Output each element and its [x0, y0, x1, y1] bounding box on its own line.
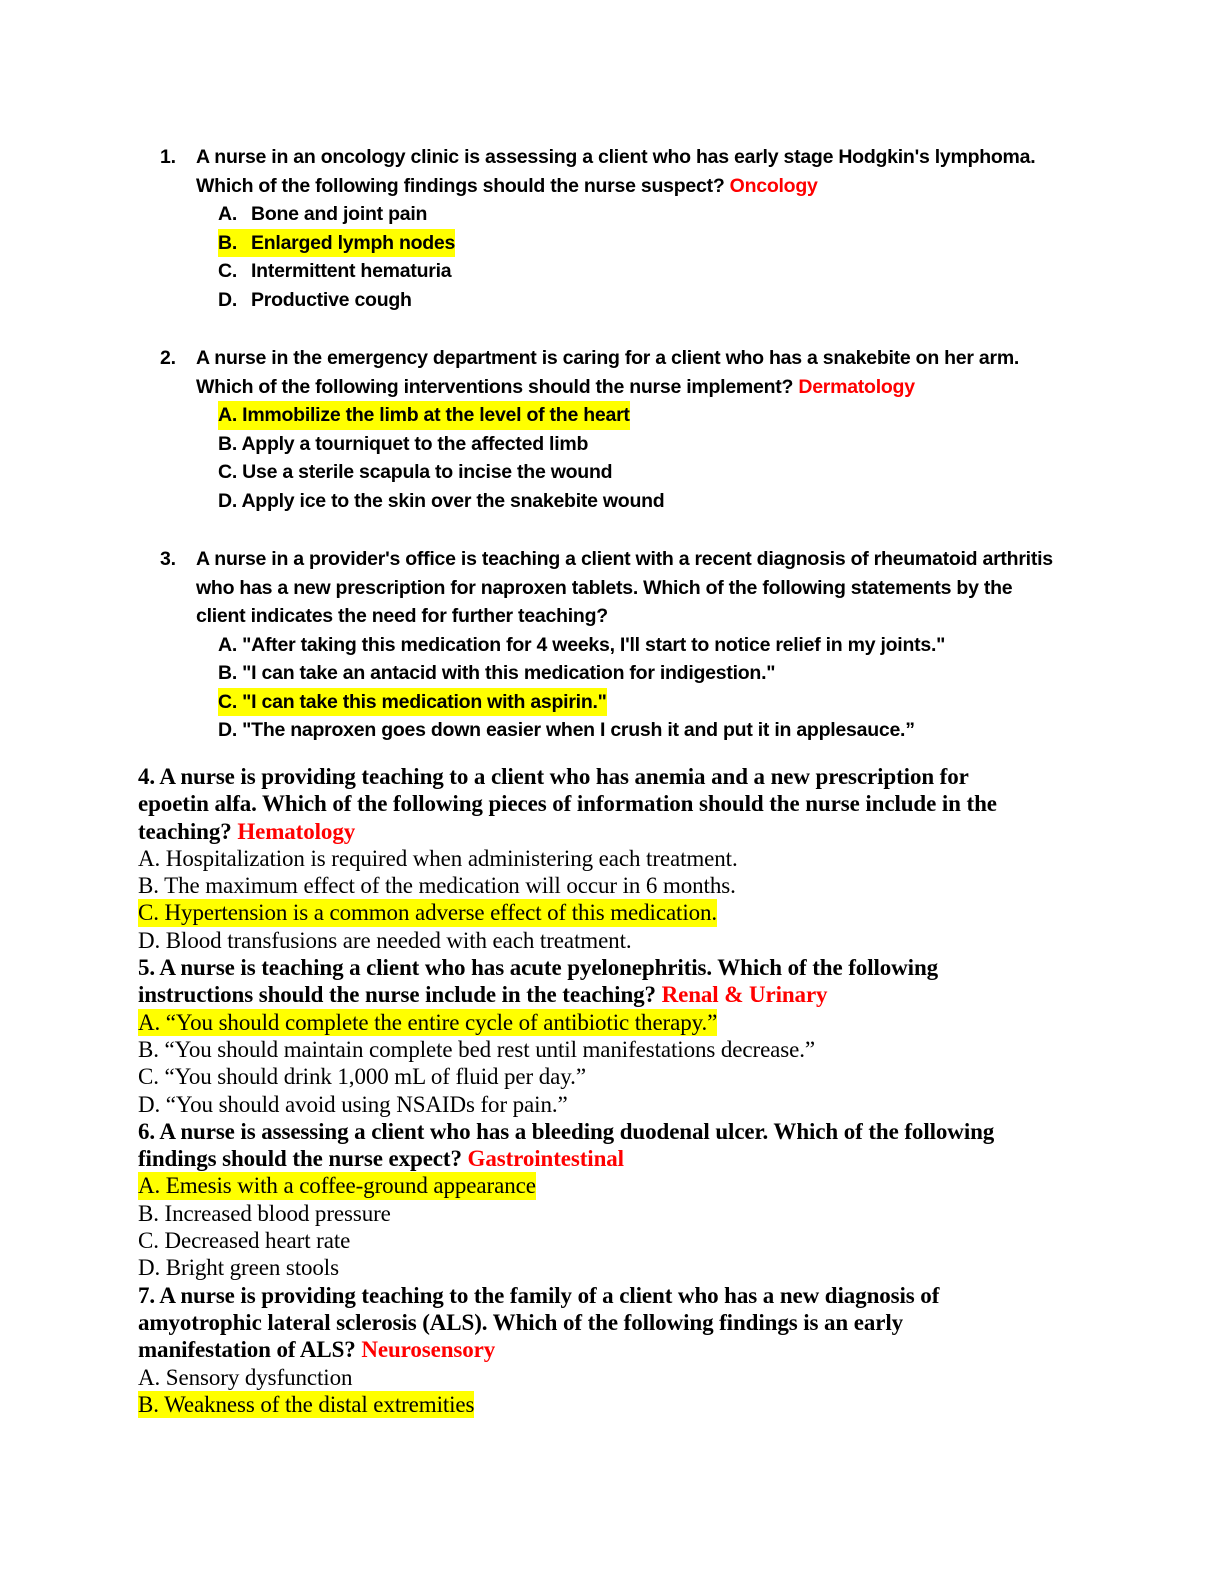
- question-6-stem-text-2: findings should the nurse expect?: [138, 1146, 462, 1172]
- option-letter: A.: [218, 633, 237, 656]
- option-text: "I can take this medication with aspirin…: [242, 690, 607, 713]
- option-text: Immobilize the limb at the level of the …: [242, 404, 630, 426]
- option-row-highlighted[interactable]: A. “You should complete the entire cycle…: [138, 1008, 718, 1036]
- question-5-stem-text-2: instructions should the nurse include in…: [138, 982, 656, 1008]
- question-6: 6. A nurse is assessing a client who has…: [138, 1118, 1078, 1282]
- question-7-stem-line-3: manifestation of ALS? Neurosensory: [138, 1336, 1078, 1363]
- option-row-highlighted[interactable]: A. Immobilize the limb at the level of t…: [218, 401, 630, 430]
- option-letter: D.: [218, 288, 237, 311]
- option-row[interactable]: A. "After taking this medication for 4 w…: [218, 631, 945, 660]
- option-row[interactable]: B. The maximum effect of the medication …: [138, 873, 736, 899]
- question-4-stem-text-3: teaching?: [138, 818, 232, 844]
- question-2-stem-text-1: A nurse in the emergency department is c…: [196, 347, 1020, 369]
- question-3-options: A. "After taking this medication for 4 w…: [160, 631, 1105, 745]
- question-3-stem-line-2: who has a new prescription for naproxen …: [160, 574, 1105, 603]
- option-row-highlighted[interactable]: C. Hypertension is a common adverse effe…: [138, 899, 718, 927]
- option-row-highlighted[interactable]: B. Enlarged lymph nodes: [218, 228, 456, 257]
- option-text: Productive cough: [251, 288, 412, 311]
- question-1-specialty-tag: Oncology: [729, 174, 818, 197]
- question-1-stem-line-2: Which of the following findings should t…: [160, 172, 1085, 201]
- option-text: Intermittent hematuria: [251, 260, 452, 282]
- question-2-specialty-tag: Dermatology: [798, 375, 915, 398]
- question-1-stem-text-2: Which of the following findings should t…: [196, 174, 725, 197]
- option-row[interactable]: B. “You should maintain complete bed res…: [138, 1036, 816, 1062]
- option-row[interactable]: A. Hospitalization is required when admi…: [138, 845, 738, 871]
- question-5-stem-line-1: 5. A nurse is teaching a client who has …: [138, 955, 939, 981]
- option-row-highlighted[interactable]: C. "I can take this medication with aspi…: [218, 687, 607, 716]
- question-2-stem-line-1: 2. A nurse in the emergency department i…: [160, 344, 1085, 373]
- question-1-options: A. Bone and joint pain B. Enlarged lymph…: [160, 200, 1085, 314]
- question-3-number: 3.: [160, 548, 176, 570]
- option-letter: C.: [218, 690, 237, 713]
- option-row[interactable]: D. “You should avoid using NSAIDs for pa…: [138, 1091, 568, 1117]
- option-row[interactable]: C. Intermittent hematuria: [218, 257, 1085, 286]
- question-4: 4. A nurse is providing teaching to a cl…: [138, 763, 1078, 954]
- option-text: Enlarged lymph nodes: [251, 231, 456, 254]
- option-row-highlighted[interactable]: A. Emesis with a coffee-ground appearanc…: [138, 1172, 536, 1200]
- option-row[interactable]: D. Productive cough: [218, 286, 1085, 315]
- question-7-specialty-tag: Neurosensory: [361, 1337, 496, 1363]
- option-row[interactable]: B. Increased blood pressure: [138, 1200, 391, 1226]
- question-7-stem-line-2: amyotrophic lateral sclerosis (ALS). Whi…: [138, 1309, 904, 1335]
- option-letter: D.: [218, 719, 237, 741]
- option-row[interactable]: C. Use a sterile scapula to incise the w…: [218, 458, 613, 487]
- option-letter: A.: [218, 203, 237, 225]
- option-text: "After taking this medication for 4 week…: [242, 633, 946, 656]
- option-row[interactable]: B. Apply a tourniquet to the affected li…: [218, 430, 588, 459]
- option-row[interactable]: D. Apply ice to the skin over the snakeb…: [218, 487, 665, 516]
- question-3-stem-text-3: client indicates the need for further te…: [196, 605, 608, 627]
- option-letter: B.: [218, 662, 237, 684]
- option-row-highlighted[interactable]: B. Weakness of the distal extremities: [138, 1390, 475, 1419]
- question-6-stem-line-1: 6. A nurse is assessing a client who has…: [138, 1118, 995, 1144]
- question-2-options: A. Immobilize the limb at the level of t…: [160, 401, 1085, 515]
- option-letter: C.: [218, 260, 237, 282]
- question-7-stem-text-3: manifestation of ALS?: [138, 1337, 356, 1363]
- question-6-specialty-tag: Gastrointestinal: [467, 1146, 625, 1172]
- option-letter: A.: [218, 404, 237, 426]
- question-3: 3. A nurse in a provider's office is tea…: [160, 545, 1105, 745]
- option-letter: D.: [218, 489, 237, 512]
- question-4-stem-line-2: epoetin alfa. Which of the following pie…: [138, 791, 997, 817]
- question-1-stem-text-1: A nurse in an oncology clinic is assessi…: [196, 146, 1036, 168]
- question-3-stem-line-3: client indicates the need for further te…: [160, 602, 1105, 631]
- question-3-stem-text-1: A nurse in a provider's office is teachi…: [196, 548, 1053, 570]
- option-row[interactable]: C. “You should drink 1,000 mL of fluid p…: [138, 1064, 586, 1090]
- question-4-specialty-tag: Hematology: [237, 818, 356, 844]
- option-row[interactable]: C. Decreased heart rate: [138, 1228, 351, 1254]
- option-letter: B.: [218, 231, 237, 254]
- question-4-stem-line-1: 4. A nurse is providing teaching to a cl…: [138, 764, 969, 789]
- question-5: 5. A nurse is teaching a client who has …: [138, 954, 1078, 1118]
- question-7-stem-line-1: 7. A nurse is providing teaching to the …: [138, 1282, 940, 1308]
- option-text: Apply ice to the skin over the snakebite…: [241, 489, 665, 512]
- option-text: Bone and joint pain: [251, 203, 428, 225]
- option-text: Use a sterile scapula to incise the woun…: [242, 461, 613, 483]
- question-3-stem-text-2: who has a new prescription for naproxen …: [196, 576, 1013, 599]
- option-letter: C.: [218, 461, 237, 483]
- option-row[interactable]: D. "The naproxen goes down easier when I…: [218, 716, 915, 745]
- question-1: 1. A nurse in an oncology clinic is asse…: [160, 143, 1085, 314]
- question-4-stem-line-3: teaching? Hematology: [138, 818, 1078, 845]
- question-5-stem-line-2: instructions should the nurse include in…: [138, 981, 1078, 1008]
- option-row[interactable]: D. Bright green stools: [138, 1255, 339, 1281]
- option-row[interactable]: D. Blood transfusions are needed with ea…: [138, 927, 632, 953]
- question-3-stem-line-1: 3. A nurse in a provider's office is tea…: [160, 545, 1105, 574]
- option-text: "The naproxen goes down easier when I cr…: [242, 719, 915, 741]
- option-text: "I can take an antacid with this medicat…: [242, 662, 776, 684]
- option-text: Apply a tourniquet to the affected limb: [241, 432, 589, 455]
- option-row[interactable]: B. "I can take an antacid with this medi…: [218, 659, 776, 688]
- option-letter: B.: [218, 432, 237, 455]
- question-2-number: 2.: [160, 347, 176, 369]
- question-2-stem-line-2: Which of the following interventions sho…: [160, 373, 1085, 402]
- question-6-stem-line-2: findings should the nurse expect? Gastro…: [138, 1145, 1078, 1172]
- question-1-stem-line-1: 1. A nurse in an oncology clinic is asse…: [160, 143, 1085, 172]
- question-2-stem-text-2: Which of the following interventions sho…: [196, 375, 794, 398]
- question-5-specialty-tag: Renal & Urinary: [661, 982, 828, 1008]
- question-2: 2. A nurse in the emergency department i…: [160, 344, 1085, 515]
- question-1-number: 1.: [160, 146, 176, 168]
- option-row[interactable]: A. Bone and joint pain: [218, 200, 1085, 229]
- option-row[interactable]: A. Sensory dysfunction: [138, 1364, 353, 1390]
- question-7: 7. A nurse is providing teaching to the …: [138, 1282, 1078, 1419]
- serif-question-flow: 4. A nurse is providing teaching to a cl…: [138, 763, 1078, 1419]
